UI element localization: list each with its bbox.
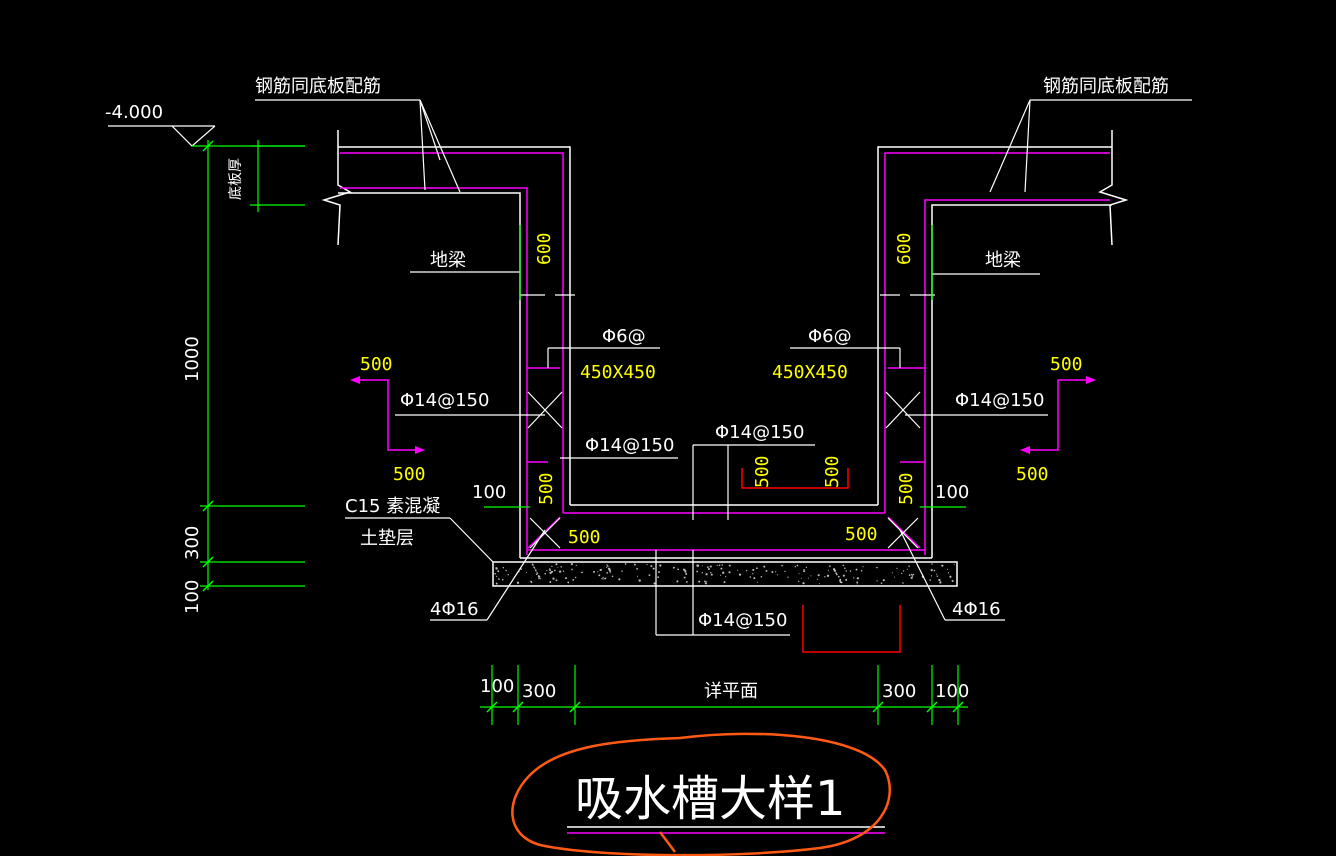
- dim-500-corner-right-h: 500: [845, 524, 878, 545]
- cushion-label: 土垫层: [360, 528, 414, 549]
- bar-left-wall-inner: Φ14@150: [585, 435, 674, 456]
- dim-bottom-300-right: 300: [882, 681, 916, 702]
- label-slab-thickness: 底板厚: [228, 158, 244, 200]
- stirrup-left: Φ6@: [602, 326, 646, 347]
- section-arrows: [350, 376, 1096, 454]
- dim-500-corner-left-h: 500: [568, 527, 601, 548]
- drawing-title: 吸水槽大样1: [575, 771, 846, 827]
- elevation-marker: [108, 125, 216, 147]
- bars-corner-left: 4Φ16: [430, 599, 479, 620]
- dim-500-left-top: 500: [360, 354, 393, 375]
- dimension-lines: [192, 140, 968, 725]
- yellow-labels: 600 600 450X450 450X450 500 500 500 500 …: [360, 232, 1083, 548]
- dim-bottom-100-right: 100: [935, 681, 969, 702]
- concrete-label: C15 素混凝: [345, 496, 440, 517]
- bar-center-top: Φ14@150: [715, 422, 804, 443]
- dim-500-right-bottom: 500: [1016, 464, 1049, 485]
- dim-300-left: 300: [182, 526, 203, 560]
- dim-100-left: 100: [182, 580, 203, 614]
- dim-600-right: 600: [894, 232, 915, 265]
- label-top-right: 钢筋同底板配筋: [1043, 76, 1169, 97]
- dim-100-corner-left: 100: [472, 482, 506, 503]
- dim-bottom-100-left: 100: [480, 676, 514, 697]
- dim-bottom-center: 详平面: [704, 681, 758, 702]
- label-top-left: 钢筋同底板配筋: [255, 76, 381, 97]
- dim-100-corner-right: 100: [935, 482, 969, 503]
- section-marks-red: [741, 468, 901, 653]
- dim-500-right-top: 500: [1050, 354, 1083, 375]
- leader-lines: [255, 99, 1192, 636]
- bars-corner-right: 4Φ16: [952, 599, 1001, 620]
- title-block: 吸水槽大样1: [511, 732, 891, 856]
- cross-marks: [527, 391, 921, 549]
- cushion-hatch: [494, 563, 955, 585]
- label-beam-left: 地梁: [430, 250, 466, 271]
- bar-bottom: Φ14@150: [698, 610, 787, 631]
- dimension-ticks: [202, 140, 964, 713]
- dim-600-left: 600: [534, 232, 555, 265]
- dim-500-center-right: 500: [822, 455, 843, 488]
- dim-bottom-300-left: 300: [522, 681, 556, 702]
- label-beam-right: 地梁: [985, 250, 1021, 271]
- annotation-circle: [511, 732, 891, 856]
- concrete-outline: [321, 130, 1129, 587]
- white-labels: -4.000 钢筋同底板配筋 钢筋同底板配筋 底板厚 地梁 地梁 1000 30…: [105, 76, 1169, 702]
- stirrup-right-size: 450X450: [772, 362, 848, 383]
- bar-left-wall-outer: Φ14@150: [400, 390, 489, 411]
- bar-right-wall-outer: Φ14@150: [955, 390, 1044, 411]
- dim-1000: 1000: [182, 336, 203, 382]
- dim-500-corner-right-v: 500: [896, 472, 917, 505]
- elevation-label: -4.000: [105, 102, 163, 123]
- dim-500-center-left: 500: [752, 455, 773, 488]
- stirrup-right: Φ6@: [808, 326, 852, 347]
- stirrup-left-size: 450X450: [580, 362, 656, 383]
- rebar-lines: [340, 152, 1110, 555]
- dim-500-corner-left-v: 500: [536, 472, 557, 505]
- dim-500-left-bottom: 500: [393, 464, 426, 485]
